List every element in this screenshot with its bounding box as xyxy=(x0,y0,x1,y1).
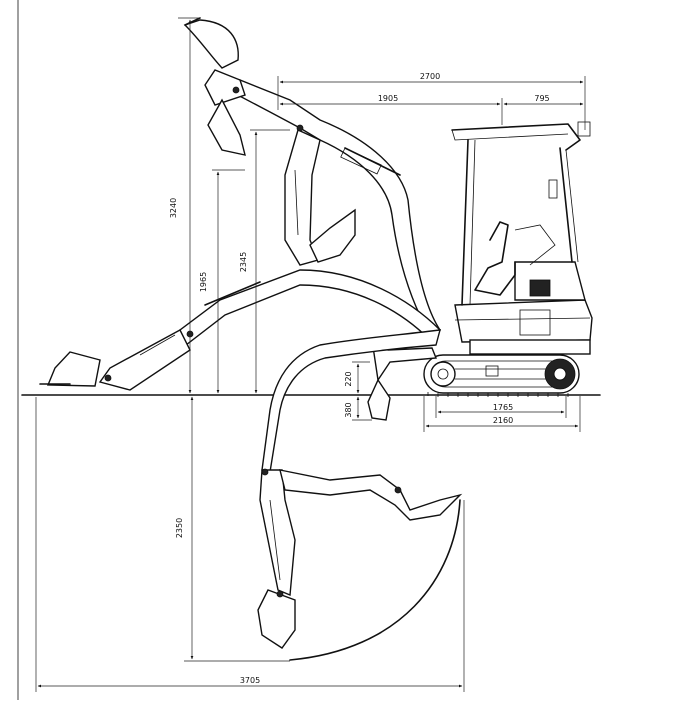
dim-boom-height: 2345 xyxy=(239,129,290,394)
label-220: 220 xyxy=(344,371,353,386)
label-1965: 1965 xyxy=(199,272,208,292)
label-2700: 2700 xyxy=(420,72,440,81)
boom-raised-high xyxy=(183,17,442,336)
label-380: 380 xyxy=(344,402,353,417)
bucket-raised-top xyxy=(183,19,239,69)
idler-wheel xyxy=(430,361,456,387)
dim-overall-length-upper: 2700 xyxy=(277,72,586,130)
dim-max-dig-depth: 2350 xyxy=(175,396,290,662)
boom-digging-down xyxy=(257,329,463,649)
bucket-curled-top xyxy=(207,98,246,156)
turntable xyxy=(469,339,591,355)
upper-structure xyxy=(454,299,593,343)
label-1765: 1765 xyxy=(493,403,513,412)
dim-max-reach-height: 3240 xyxy=(169,17,200,394)
canopy-roof xyxy=(451,123,581,151)
label-3240: 3240 xyxy=(169,198,178,218)
arm-dig-reach xyxy=(279,469,463,521)
dim-track-ground-length: 1765 xyxy=(435,396,567,418)
canopy-post-front xyxy=(461,139,469,306)
label-2350: 2350 xyxy=(175,518,184,538)
track xyxy=(423,354,580,394)
bucket-mid-top xyxy=(309,208,356,263)
dim-blade-depth: 380 xyxy=(344,396,372,421)
operator-seat xyxy=(474,221,516,296)
excavator-body xyxy=(367,121,593,421)
dim-ground-clearance: 220 xyxy=(344,361,370,394)
label-795: 795 xyxy=(534,94,549,103)
dim-max-dump-height: 1965 xyxy=(199,169,245,394)
dozer-blade xyxy=(367,378,391,421)
beacon-light xyxy=(577,121,591,137)
dig-envelope-arc xyxy=(289,499,461,661)
boom-extended-horizontal xyxy=(39,269,441,391)
canopy-post-rear xyxy=(559,147,573,263)
label-2160: 2160 xyxy=(493,416,513,425)
dim-track-length: 2160 xyxy=(423,396,581,432)
dim-max-dig-reach: 3705 xyxy=(35,397,465,692)
label-3705: 3705 xyxy=(240,676,260,685)
label-2345: 2345 xyxy=(239,252,248,272)
label-1905: 1905 xyxy=(378,94,398,103)
bucket-extended xyxy=(46,351,101,387)
bucket-dig-deep xyxy=(257,589,296,649)
dim-boom-to-pivot: 1905 795 xyxy=(279,94,584,125)
